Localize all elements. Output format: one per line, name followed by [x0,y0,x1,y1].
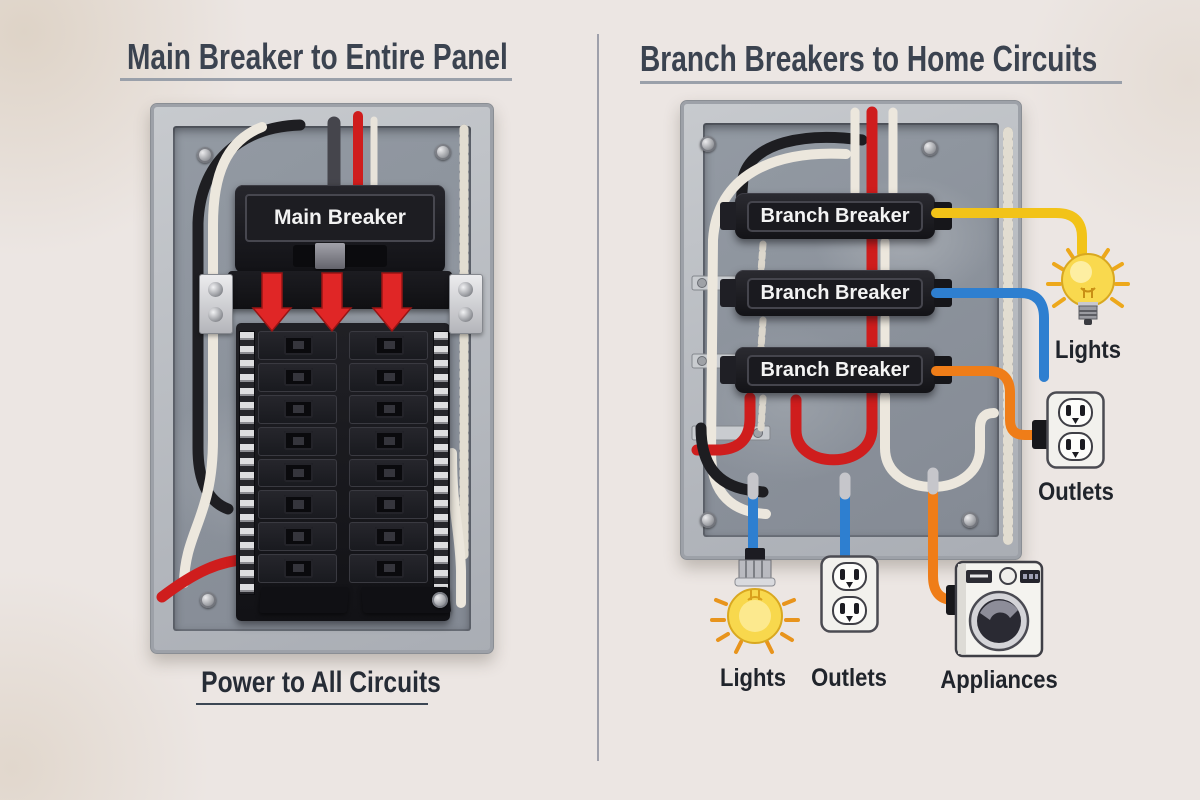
breaker-switch [349,554,428,583]
breaker-switch [258,426,337,456]
hanging-light-bulb-icon [710,548,800,654]
left-title-underline [120,78,512,81]
panel-screw [432,592,448,608]
washer-connector [946,585,966,615]
terminal-strip-right [433,331,449,595]
panel-foot [258,587,350,613]
left-caption-underline [196,703,428,705]
breaker-grid [258,331,428,583]
branch-breaker-label: Branch Breaker [746,200,924,232]
panel-screw [700,512,716,528]
branch-breaker-label: Branch Breaker [746,354,924,386]
panel-screw [962,512,978,528]
breaker-switch [258,458,337,488]
panel-screw [435,144,451,160]
breaker-switch [258,554,337,583]
breaker-switch [349,522,428,552]
branch-breaker-label: Branch Breaker [746,277,924,309]
breaker-switch [349,426,428,456]
side-lights-label: Lights [1055,336,1121,364]
right-section-title: Branch Breakers to Home Circuits [640,38,1098,79]
right-title-underline [640,81,1122,84]
branch-breaker-1: Branch Breaker [720,193,952,239]
breaker-switch [258,362,337,392]
panel-screw [200,592,216,608]
breaker-switch [349,394,428,424]
outlet-icon [820,555,879,633]
main-breaker-label: Main Breaker [245,194,435,242]
terminal-strip-left [239,331,255,595]
breaker-switch [258,394,337,424]
bottom-outlets-label: Outlets [811,664,887,692]
breaker-switch [349,331,428,360]
panel-screw [197,147,213,163]
breaker-switch [258,490,337,520]
left-section-title: Main Breaker to Entire Panel [127,36,508,77]
panel-screw [700,136,716,152]
branch-breaker-2: Branch Breaker [720,270,952,316]
lug-left [199,274,233,334]
bus-bar [228,271,452,309]
main-breaker-unit: Main Breaker [235,185,445,273]
breaker-switch [349,458,428,488]
side-outlets-label: Outlets [1038,478,1114,506]
washing-machine-icon [954,560,1044,658]
bottom-lights-label: Lights [720,664,786,692]
breaker-switch [349,490,428,520]
light-bulb-icon [1046,248,1130,325]
branch-breaker-3: Branch Breaker [720,347,952,393]
breaker-switch [258,522,337,552]
branch-panel [680,100,1022,560]
breaker-switch [349,362,428,392]
main-breaker-switch [293,243,387,269]
branch-panel-interior [703,123,999,537]
outlet-icon [1046,391,1105,469]
outlet-connector [1032,420,1054,449]
section-divider [597,34,599,761]
breaker-switch [258,331,337,360]
panel-screw [922,140,938,156]
left-caption: Power to All Circuits [201,666,441,699]
bottom-appliances-label: Appliances [940,666,1058,694]
lug-right [449,274,483,334]
